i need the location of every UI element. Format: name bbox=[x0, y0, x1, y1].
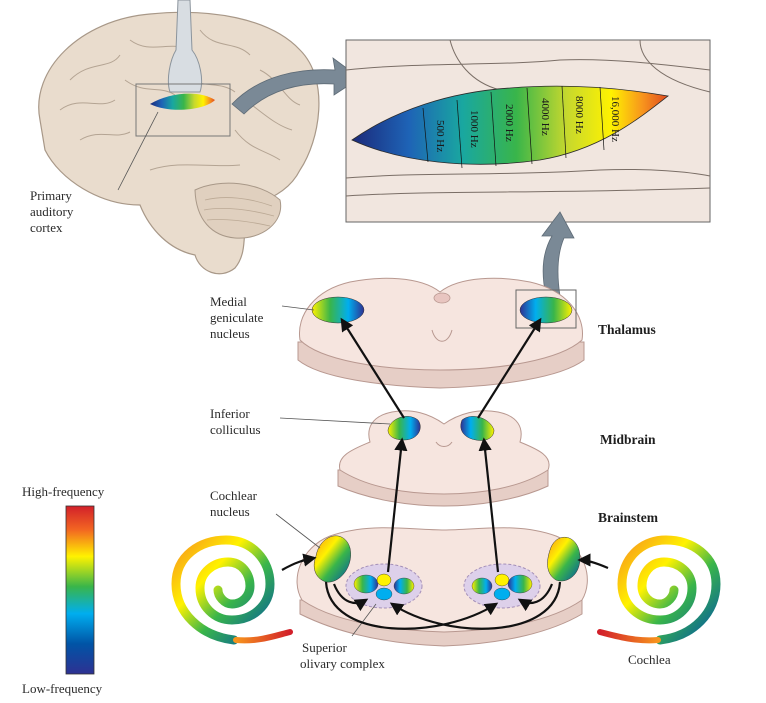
svg-text:colliculus: colliculus bbox=[210, 422, 261, 437]
cochlear-nucleus-right bbox=[547, 536, 581, 582]
legend-high-label: High-frequency bbox=[22, 484, 105, 499]
brain-illustration bbox=[38, 0, 320, 275]
medial-geniculate-right bbox=[519, 296, 573, 324]
midbrain-section bbox=[279, 410, 550, 507]
svg-text:geniculate: geniculate bbox=[210, 310, 264, 325]
cochlea-right bbox=[597, 535, 721, 645]
medial-geniculate-left bbox=[311, 296, 365, 324]
auditory-pathway-arrows bbox=[281, 317, 609, 630]
label-cochlea: Cochlea bbox=[628, 652, 671, 667]
svg-text:Primary: Primary bbox=[30, 188, 72, 203]
freq-label: 16,000 Hz bbox=[609, 96, 621, 142]
zoom-panel: 500 Hz 1000 Hz 2000 Hz 4000 Hz 8000 Hz 1… bbox=[345, 39, 711, 223]
thalamus-section bbox=[281, 277, 585, 389]
label-brainstem: Brainstem bbox=[598, 510, 659, 525]
label-superior-olivary-complex: Superior olivary complex bbox=[300, 640, 385, 671]
label-cochlear-nucleus: Cochlear nucleus bbox=[210, 488, 258, 519]
freq-label: 1000 Hz bbox=[468, 110, 480, 148]
cochlear-nucleus-left bbox=[313, 535, 351, 583]
svg-text:auditory: auditory bbox=[30, 204, 74, 219]
freq-label: 500 Hz bbox=[434, 120, 446, 152]
label-thalamus: Thalamus bbox=[598, 322, 656, 337]
svg-text:Superior: Superior bbox=[302, 640, 347, 655]
svg-text:Cochlear: Cochlear bbox=[210, 488, 258, 503]
legend-low-label: Low-frequency bbox=[22, 681, 103, 696]
freq-label: 8000 Hz bbox=[573, 96, 585, 134]
label-inferior-colliculus: Inferior colliculus bbox=[210, 406, 261, 437]
freq-label: 4000 Hz bbox=[539, 98, 551, 136]
svg-text:cortex: cortex bbox=[30, 220, 63, 235]
svg-text:olivary complex: olivary complex bbox=[300, 656, 385, 671]
svg-text:Inferior: Inferior bbox=[210, 406, 250, 421]
label-primary-auditory-cortex: Primary auditory cortex bbox=[30, 188, 74, 235]
up-arrow-icon bbox=[541, 211, 575, 297]
inferior-colliculus-left bbox=[387, 416, 421, 441]
cochlea-left bbox=[171, 535, 293, 645]
svg-text:nucleus: nucleus bbox=[210, 326, 250, 341]
frequency-legend: High-frequency Low-frequency bbox=[22, 484, 105, 696]
legend-color-bar bbox=[65, 505, 95, 675]
svg-text:Medial: Medial bbox=[210, 294, 247, 309]
label-midbrain: Midbrain bbox=[600, 432, 656, 447]
label-medial-geniculate: Medial geniculate nucleus bbox=[210, 294, 264, 341]
frequency-labels: 500 Hz 1000 Hz 2000 Hz 4000 Hz 8000 Hz 1… bbox=[434, 96, 621, 152]
freq-label: 2000 Hz bbox=[503, 104, 515, 142]
svg-text:nucleus: nucleus bbox=[210, 504, 250, 519]
